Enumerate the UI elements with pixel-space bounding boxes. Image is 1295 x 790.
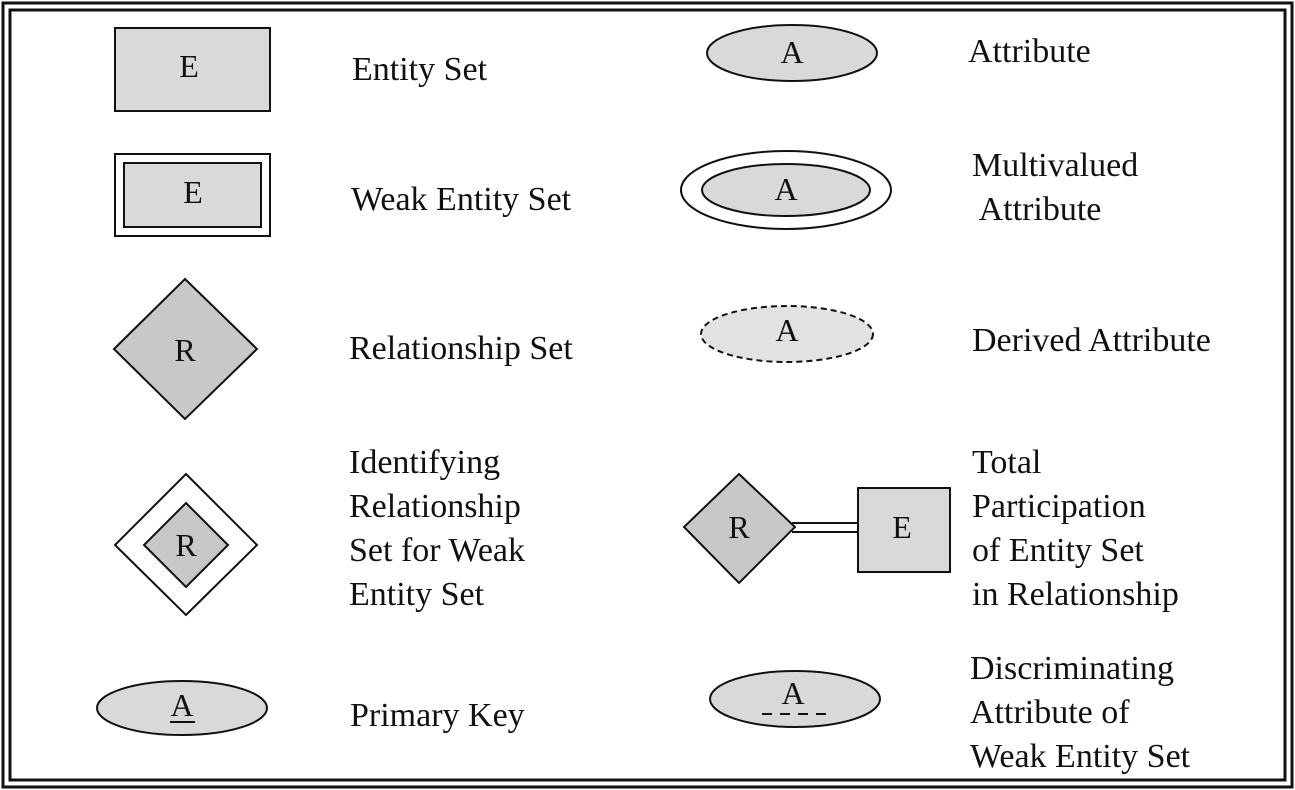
identifying-relationship-symbol: R	[113, 472, 259, 617]
identifying-relationship-label: Identifying Relationship Set for Weak En…	[349, 444, 526, 613]
entity-set-label: Entity Set	[352, 51, 488, 88]
identifying-relationship-letter: R	[175, 527, 197, 563]
discriminating-attribute-letter: A	[781, 675, 804, 711]
primary-key-letter: A	[170, 687, 193, 723]
derived-attribute-label: Derived Attribute	[972, 322, 1211, 359]
relationship-set-symbol: R	[112, 277, 259, 421]
attribute-symbol: A	[706, 24, 878, 82]
discriminating-attribute-label: Discriminating Attribute of Weak Entity …	[970, 650, 1191, 775]
total-participation-r-letter: R	[728, 509, 750, 545]
attribute-letter: A	[780, 34, 803, 70]
multivalued-attribute-letter: A	[774, 171, 797, 207]
derived-attribute-symbol: A	[700, 305, 874, 363]
primary-key-label: Primary Key	[350, 697, 525, 734]
discriminating-attribute-symbol: A	[709, 670, 881, 728]
total-participation-e-letter: E	[892, 509, 912, 545]
weak-entity-set-label: Weak Entity Set	[351, 181, 572, 218]
total-participation-label: Total Participation of Entity Set in Rel…	[972, 444, 1179, 613]
total-participation-symbol: R E	[682, 472, 951, 585]
attribute-label: Attribute	[968, 33, 1091, 70]
entity-set-symbol: E	[114, 27, 271, 112]
relationship-set-label: Relationship Set	[349, 330, 573, 367]
multivalued-attribute-label: Multivalued Attribute	[972, 147, 1139, 228]
entity-set-letter: E	[179, 48, 199, 84]
weak-entity-set-letter: E	[183, 174, 203, 210]
weak-entity-set-symbol: E	[114, 153, 271, 237]
primary-key-symbol: A	[96, 680, 268, 736]
multivalued-attribute-symbol: A	[680, 150, 892, 230]
inner-frame	[8, 8, 1287, 782]
relationship-set-letter: R	[174, 332, 196, 368]
derived-attribute-letter: A	[775, 312, 798, 348]
